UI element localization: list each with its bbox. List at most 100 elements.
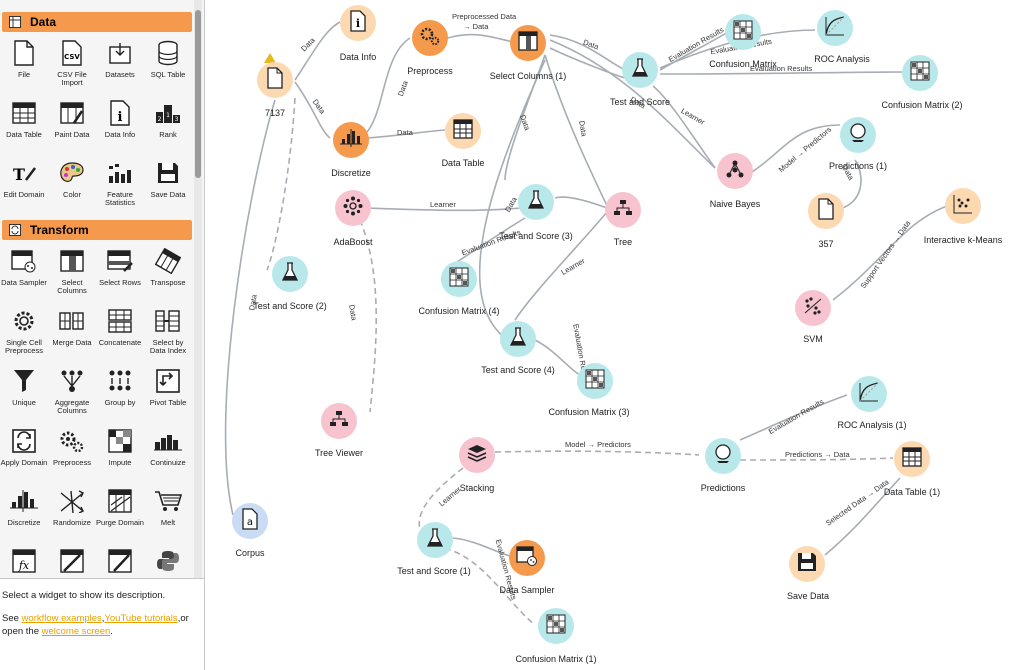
node-test-and-score-3[interactable] [518,184,554,220]
widget-color[interactable]: Color [48,154,96,214]
widget-select-rows[interactable]: Select Rows [96,242,144,302]
node-data-table-1[interactable] [894,441,930,477]
widget-group-by[interactable]: Group by [96,362,144,422]
widget-randomize[interactable]: Randomize [48,482,96,542]
node-predictions[interactable] [705,438,741,474]
node-confusion-matrix-1[interactable] [538,608,574,644]
widget-select-by-data-index[interactable]: Select by Data Index [144,302,192,362]
widget-transpose[interactable]: Transpose [144,242,192,302]
widget-concatenate[interactable]: Concatenate [96,302,144,362]
widget-single-cell-preprocess[interactable]: Single Cell Preprocess [0,302,48,362]
tree-icon [613,199,633,222]
node-data-sampler[interactable] [509,540,545,576]
gears-icon [419,26,441,51]
svg-text:fx: fx [18,559,30,572]
adaboost-icon [343,196,363,221]
widget-aggregate-columns[interactable]: Aggregate Columns [48,362,96,422]
widget-unique[interactable]: Unique [0,362,48,422]
widget-feature-statistics[interactable]: Feature Statistics [96,154,144,214]
node-confusion-matrix[interactable] [725,14,761,50]
node-test-and-score[interactable] [622,52,658,88]
node-test-and-score-1[interactable] [417,522,453,558]
node-corpus[interactable]: a [232,503,268,539]
file-icon [817,197,835,225]
widget-file[interactable]: File [0,34,48,94]
widget-create-class[interactable] [48,542,96,602]
widget-pivot-table[interactable]: Pivot Table [144,362,192,422]
workflow-examples-link[interactable]: workflow examples [21,613,102,624]
toolbox-scrollbar[interactable] [194,0,202,578]
widget-data-table[interactable]: Data Table [0,94,48,154]
sampler-icon [9,246,39,276]
index-icon [153,306,183,336]
node-save-data[interactable] [789,546,825,582]
scrollbar-thumb[interactable] [195,10,201,178]
node-tree[interactable] [605,192,641,228]
node-confusion-matrix-2[interactable] [902,55,938,91]
node-test-and-score-2[interactable] [272,256,308,292]
link-preprocess-selectcolumns [447,33,514,43]
link-testscore-confusionmatrix2 [659,71,906,75]
node-test-and-score-4[interactable] [500,321,536,357]
widget-python-script[interactable] [144,542,192,602]
node-stacking[interactable] [459,437,495,473]
node-naive-bayes[interactable] [717,153,753,189]
node-tree-viewer[interactable] [321,403,357,439]
node-svm[interactable] [795,290,831,326]
node-data-info[interactable]: i [340,5,376,41]
widget-apply-domain[interactable]: Apply Domain [0,422,48,482]
widget-impute[interactable]: Impute [96,422,144,482]
widget-save-data[interactable]: Save Data [144,154,192,214]
csv-icon: CSV [57,38,87,68]
widget-data-sampler[interactable]: Data Sampler [0,242,48,302]
widget-create-instance[interactable] [96,542,144,602]
widget-datasets[interactable]: Datasets [96,34,144,94]
matrix-icon [449,267,469,292]
node-data-table[interactable] [445,113,481,149]
edge-label: Preprocessed Data [452,12,517,21]
node-adaboost[interactable] [335,190,371,226]
widget-formula[interactable]: fx [0,542,48,602]
node-file-357[interactable] [808,193,844,229]
node-file[interactable] [257,62,293,98]
category-data-header[interactable]: Data [2,12,192,32]
flask-icon [527,189,545,215]
node-confusion-matrix-3[interactable] [577,363,613,399]
gear-icon [9,306,39,336]
widget-paint-data[interactable]: Paint Data [48,94,96,154]
link-selectcolumns-testscore [549,34,626,71]
node-roc-analysis-1[interactable] [851,376,887,412]
widget-melt[interactable]: Melt [144,482,192,542]
widget-discretize[interactable]: Discretize [0,482,48,542]
category-transform-header[interactable]: Transform [2,220,192,240]
link-selectcolumns-tree [544,54,609,209]
widget-sql-table[interactable]: SQL Table [144,34,192,94]
node-confusion-matrix-4[interactable] [441,261,477,297]
youtube-tutorials-link[interactable]: YouTube tutorials [104,613,178,624]
node-select-columns[interactable] [510,25,546,61]
concatenate-icon [105,306,135,336]
link-file-datainfo [294,21,341,81]
node-preprocess[interactable] [412,20,448,56]
widget-preprocess[interactable]: Preprocess [48,422,96,482]
welcome-screen-link[interactable]: welcome screen [41,626,111,637]
widget-purge-domain[interactable]: Purge Domain [96,482,144,542]
widget-continuize[interactable]: Continuize [144,422,192,482]
widget-merge-data[interactable]: Merge Data [48,302,96,362]
widget-select-columns[interactable]: Select Columns [48,242,96,302]
link-discretize-datatable [366,129,446,139]
node-discretize[interactable] [333,122,369,158]
node-interactive-kmeans[interactable] [945,188,981,224]
node-roc-analysis[interactable] [817,10,853,46]
workflow-canvas[interactable]: Data Data Data Data Preprocessed Data → … [205,0,1024,670]
node-label: Preprocess [407,66,453,76]
link-adaboost-testscore3 [364,207,522,212]
node-predictions-1[interactable] [840,117,876,153]
info-icon: i [105,98,135,128]
aggregate-icon [57,366,87,396]
